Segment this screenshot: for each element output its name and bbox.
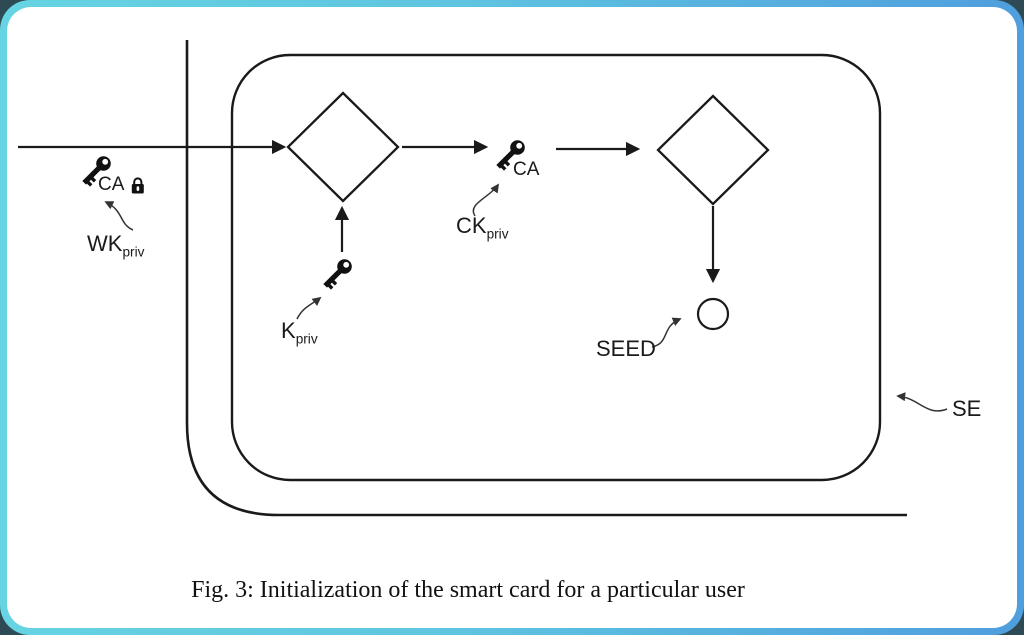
se-pointer-arrow xyxy=(896,392,948,412)
seed-text: SEED xyxy=(596,336,656,361)
k-sub-text: priv xyxy=(295,331,318,347)
ca-inner-label: CA xyxy=(513,160,539,179)
wk-base-text: WK xyxy=(87,231,123,256)
diamond-op-1 xyxy=(286,91,400,203)
ck-sub-text: priv xyxy=(486,226,509,242)
wk-priv-label: WKpriv xyxy=(87,231,144,259)
ck-priv-label: CKpriv xyxy=(456,213,509,241)
figure-canvas xyxy=(7,7,1017,628)
ca-inner-text: CA xyxy=(513,159,540,180)
secure-element-outline xyxy=(230,53,882,482)
smart-card-outline xyxy=(185,40,907,517)
ck-pointer-arrow xyxy=(472,183,500,217)
seed-circle xyxy=(696,297,730,331)
se-label: SE xyxy=(952,398,981,420)
k-base-text: K xyxy=(281,318,296,343)
wk-sub-text: priv xyxy=(122,244,145,260)
wk-pointer-arrow xyxy=(104,201,134,231)
seed-pointer-arrow xyxy=(651,317,682,348)
seed-label: SEED xyxy=(596,338,656,360)
ca-outer-label: CA xyxy=(98,175,124,194)
figure-caption: Fig. 3: Initialization of the smart card… xyxy=(191,577,745,603)
k-priv-label: Kpriv xyxy=(281,318,318,346)
se-text: SE xyxy=(952,396,982,421)
key-icon xyxy=(327,259,352,287)
lock-icon xyxy=(131,177,144,194)
diamond-op-2 xyxy=(656,94,770,206)
k-pointer-arrow xyxy=(296,296,322,320)
ca-outer-text: CA xyxy=(98,174,125,195)
ck-base-text: CK xyxy=(456,213,487,238)
